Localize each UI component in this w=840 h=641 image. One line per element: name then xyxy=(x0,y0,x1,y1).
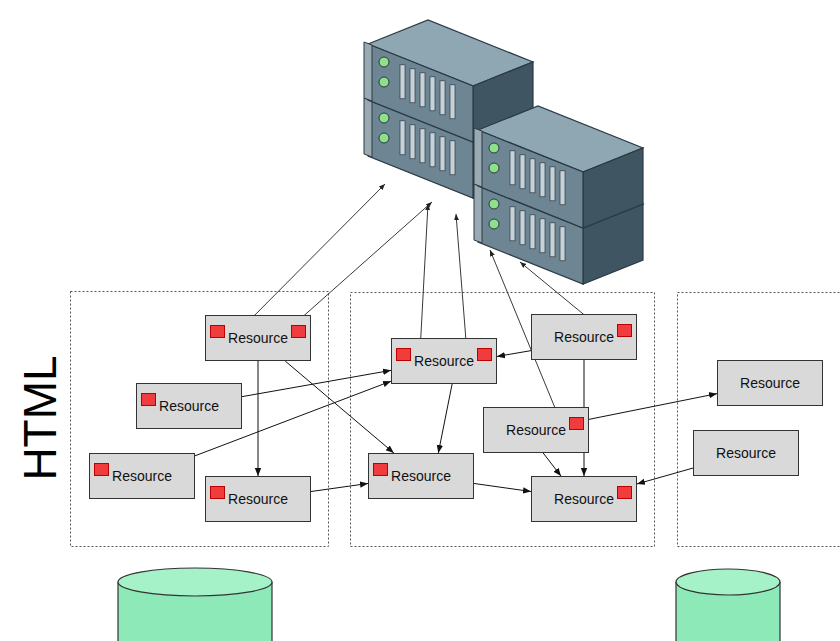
resource-box: Resource xyxy=(89,453,195,499)
reference-marker xyxy=(210,325,225,338)
region-outlines xyxy=(71,292,840,547)
resource-box: Resource xyxy=(368,453,474,499)
box-label: Resource xyxy=(506,422,566,438)
resource-box: Resource xyxy=(205,476,311,522)
connector-arrow xyxy=(543,453,561,476)
resource-box: Resource xyxy=(483,407,589,453)
connector-arrow xyxy=(637,468,693,484)
resource-box: Resource xyxy=(136,383,242,429)
box-label: Resource xyxy=(740,375,800,391)
reference-marker xyxy=(569,417,584,430)
server-links xyxy=(240,184,605,420)
box-label: Resource xyxy=(554,491,614,507)
connector-arrow xyxy=(474,483,531,491)
box-label: Resource xyxy=(391,468,451,484)
box-label: Resource xyxy=(228,491,288,507)
resource-box: Resource xyxy=(717,360,823,406)
reference-marker xyxy=(477,348,492,361)
resource-box: Resource xyxy=(205,315,311,361)
connector-arrow xyxy=(285,361,394,453)
reference-marker xyxy=(396,348,411,361)
resource-box: Resource xyxy=(531,314,637,360)
database-cylinders xyxy=(118,568,780,641)
box-label: Resource xyxy=(554,329,614,345)
server-unit xyxy=(474,106,643,228)
connector-arrow xyxy=(438,384,452,453)
side-label: HTML xyxy=(13,355,67,480)
reference-marker xyxy=(210,486,225,499)
resource-box: Resource xyxy=(693,430,799,476)
connector-arrow xyxy=(242,370,391,396)
connector-arrow xyxy=(311,483,368,491)
connector-arrow xyxy=(589,394,717,420)
box-label: Resource xyxy=(716,445,776,461)
box-label: Resource xyxy=(228,330,288,346)
connector-arrow xyxy=(258,361,259,476)
server-rack xyxy=(364,20,643,284)
box-label: Resource xyxy=(112,468,172,484)
resource-box: Resource xyxy=(531,476,637,522)
reference-marker xyxy=(373,463,388,476)
box-label: Resource xyxy=(159,398,219,414)
reference-marker xyxy=(141,393,156,406)
reference-marker xyxy=(291,325,306,338)
reference-marker xyxy=(617,324,632,337)
resource-box: Resource xyxy=(391,338,497,384)
reference-marker xyxy=(617,486,632,499)
connector-arrow xyxy=(497,351,531,357)
reference-marker xyxy=(94,463,109,476)
box-label: Resource xyxy=(414,353,474,369)
